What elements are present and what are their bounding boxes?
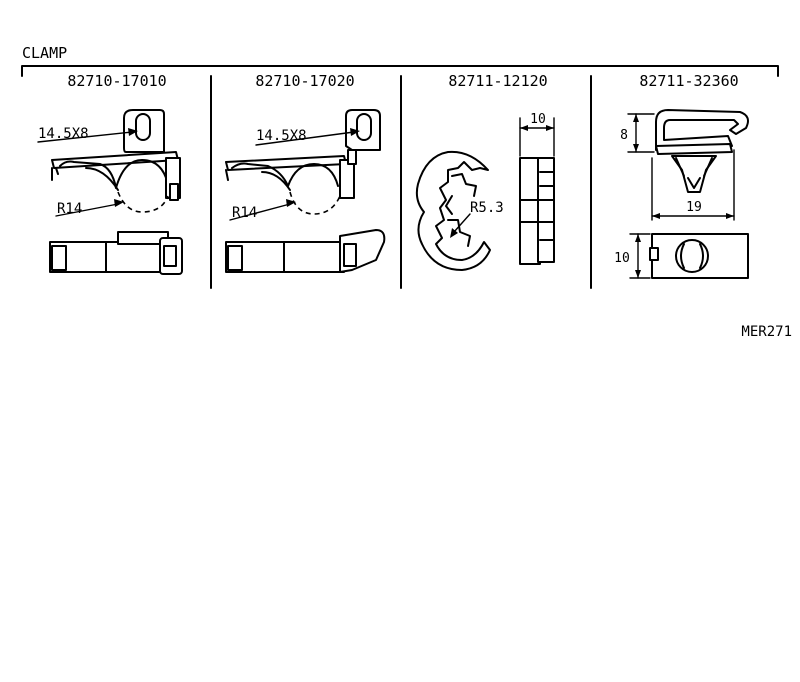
hole-dimension-arrow [128, 128, 138, 136]
radius-leader [229, 203, 291, 221]
oval-slot [356, 113, 372, 141]
clamp-arch-inner [261, 171, 291, 191]
depth-dimension-label: 10 [614, 251, 630, 266]
height-dimension-label: 8 [620, 128, 628, 143]
mounting-tab [123, 109, 165, 153]
radius-label: R14 [57, 201, 82, 217]
side-view-flange [537, 157, 555, 263]
oval-slot [135, 113, 151, 141]
clamp-part-4: 8 19 10 [614, 109, 749, 279]
width-arrow-right [726, 213, 734, 219]
width-arrow-left [520, 125, 528, 131]
height-arrow-top [633, 114, 639, 122]
width-dimension-label: 10 [530, 112, 546, 127]
part-number-1: 82710-17010 [67, 72, 166, 90]
clamp-arch-inner [85, 167, 119, 191]
bottom-view-buckle-slot [343, 243, 357, 267]
radius-arrow [286, 199, 296, 207]
radius-dashed-arc [117, 191, 169, 213]
lock-tab [169, 183, 179, 201]
lock-block [339, 159, 355, 199]
width-arrow-left [652, 213, 660, 219]
part-number-4: 82711-32360 [639, 72, 738, 90]
top-view-hole [675, 239, 709, 273]
toothed-ring-teeth [445, 173, 477, 247]
bottom-view-end-left [227, 245, 243, 271]
top-view-hole-inner [680, 243, 704, 269]
width-dimension-label: 19 [686, 200, 702, 215]
hole-dimension-arrow [350, 128, 360, 136]
header-bracket [21, 65, 779, 77]
height-arrow-bottom [633, 144, 639, 152]
radius-label: R14 [232, 205, 257, 221]
part-number-3: 82711-12120 [448, 72, 547, 90]
part-number-2: 82710-17020 [255, 72, 354, 90]
radius-dashed-arc [289, 191, 341, 215]
top-view-notch [649, 247, 659, 261]
clamp-part-2: 14.5X8 R14 [225, 109, 386, 273]
bottom-view-buckle [339, 229, 386, 273]
toothed-ring-outer [415, 150, 491, 271]
top-view-body [651, 233, 749, 279]
bottom-view-buckle-slot [163, 245, 177, 267]
radius-arrow [114, 199, 124, 207]
radius-leader [453, 213, 471, 233]
width-arrow-right [546, 125, 554, 131]
hook-clip-base [655, 143, 733, 155]
hole-dimension-leader [255, 131, 355, 146]
push-pin-barbs [675, 157, 713, 189]
hole-dimension-leader [37, 131, 133, 143]
clamp-part-1: 14.5X8 R14 [37, 109, 183, 275]
radius-arrow [450, 228, 458, 238]
depth-arrow-bottom [635, 270, 641, 278]
reference-code: MER271 [741, 324, 792, 340]
hook-clip [655, 109, 749, 151]
bottom-view-end-left [51, 245, 67, 271]
depth-arrow-top [635, 234, 641, 242]
clamp-part-3: R5.3 10 [415, 112, 555, 271]
lock-post [347, 149, 357, 165]
diagram-title: CLAMP [22, 44, 67, 62]
radius-label: R5.3 [470, 200, 504, 216]
radius-leader [55, 203, 119, 217]
